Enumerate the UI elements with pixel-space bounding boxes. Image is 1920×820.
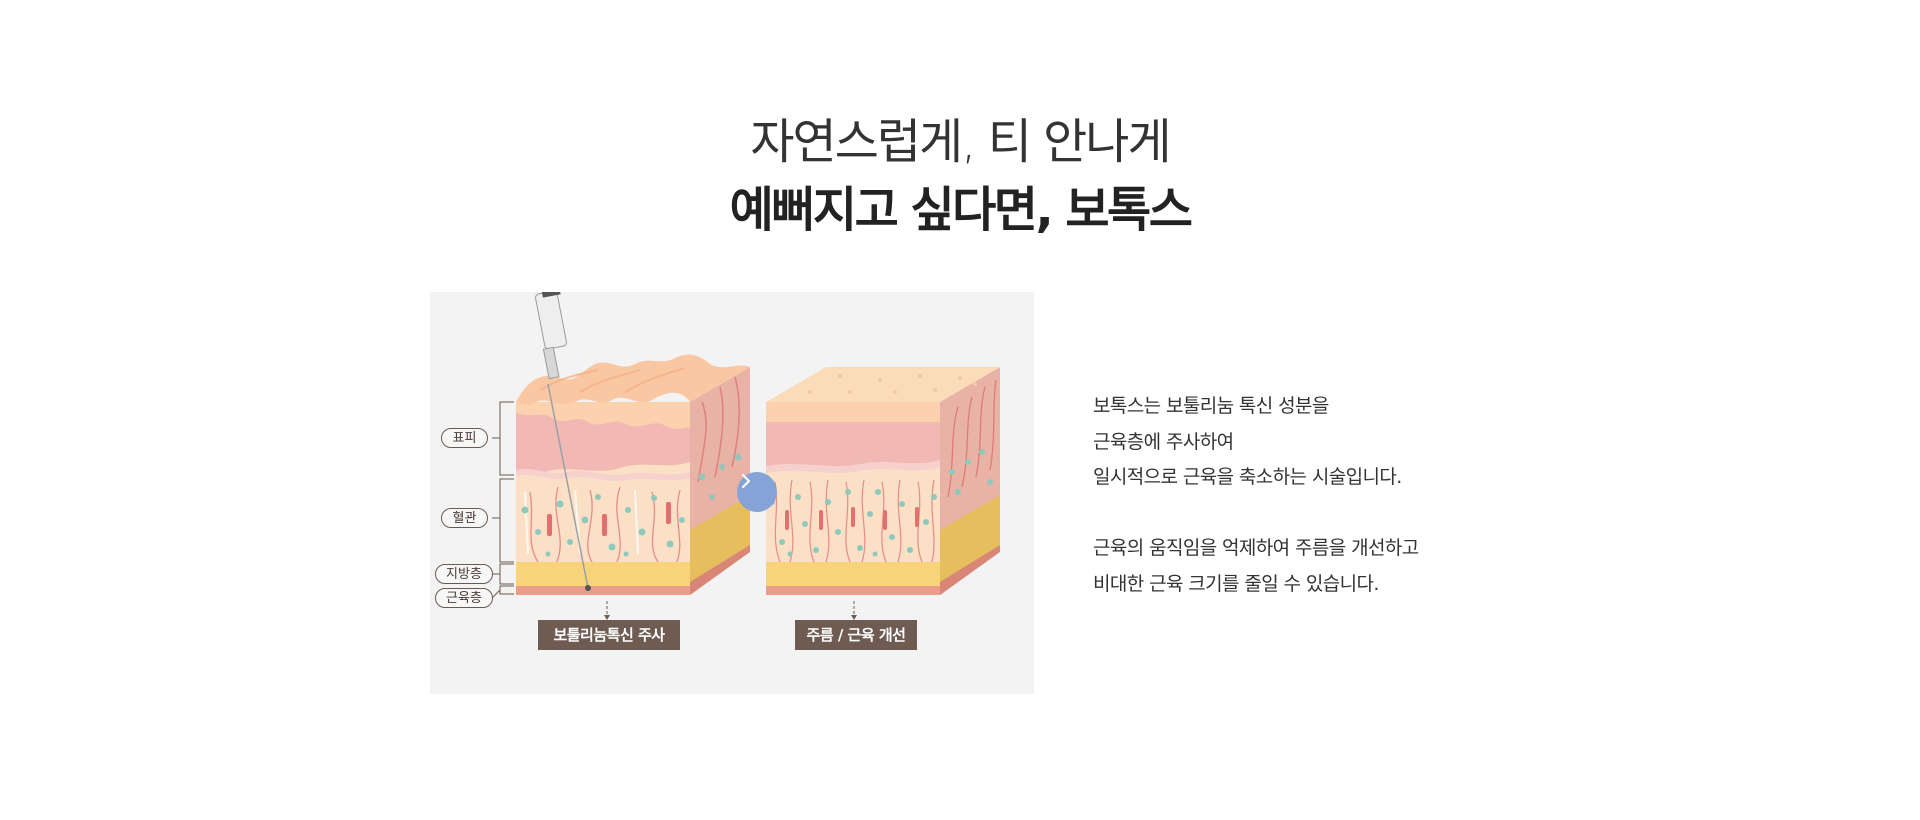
label-fat-layer: 지방층 [435, 564, 493, 584]
description: 보톡스는 보툴리눔 톡신 성분을 근육층에 주사하여 일시적으로 근육을 축소하… [1093, 389, 1419, 602]
headline-line1: 자연스럽게, 티 안나게 [750, 114, 1171, 170]
description-line: 보톡스는 보툴리눔 톡신 성분을 [1093, 395, 1329, 417]
headline-line2: 예뻐지고 싶다면, 보톡스 [729, 182, 1193, 238]
skin-block-before [516, 292, 750, 620]
description-line: 비대한 근육 크기를 줄일 수 있습니다. [1093, 572, 1379, 595]
description-line: 일시적으로 근육을 축소하는 시술입니다. [1093, 466, 1402, 488]
headline: 자연스럽게, 티 안나게 예뻐지고 싶다면, 보톡스 [0, 108, 1920, 244]
description-line: 근육의 움직임을 억제하여 주름을 개선하고 [1093, 537, 1419, 559]
layer-brackets [491, 401, 514, 599]
chevron-right-icon [741, 473, 751, 489]
description-line: 근육층에 주사하여 [1093, 430, 1234, 453]
skin-cross-section-graphic [491, 292, 1000, 620]
caption-botulinum-injection: 보툴리눔톡신 주사 [538, 620, 680, 650]
next-arrow [737, 472, 777, 512]
label-muscle-layer: 근육층 [435, 588, 493, 608]
label-blood-vessel: 혈관 [441, 508, 488, 528]
caption-wrinkle-improvement: 주름 / 근육 개선 [795, 620, 917, 650]
botox-illustration: 표피 혈관 지방층 근육층 보툴리눔톡신 주사 주름 / 근육 개선 [430, 292, 1034, 694]
label-epidermis: 표피 [441, 428, 488, 448]
skin-block-after [766, 367, 1000, 620]
